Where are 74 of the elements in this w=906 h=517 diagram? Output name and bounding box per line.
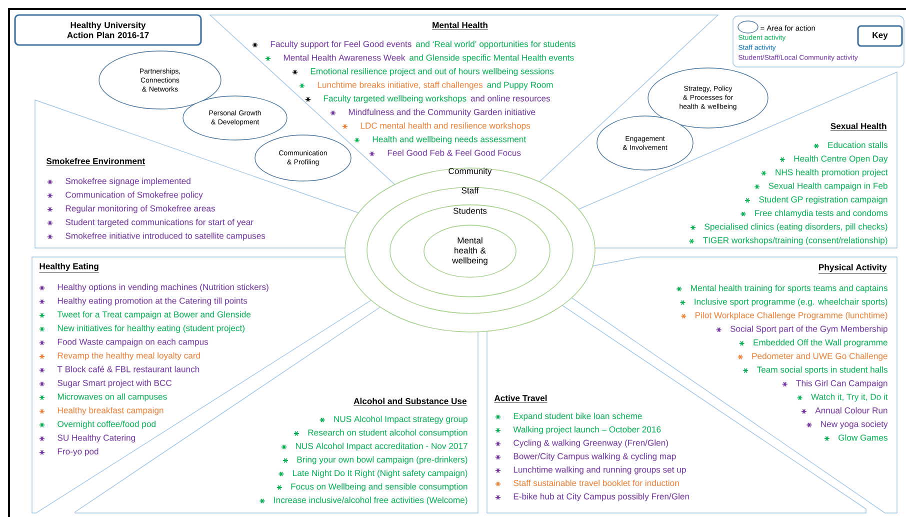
item-text: NUS Alcohol Impact strategy group (334, 416, 468, 424)
item-text: TIGER workshops/training (consent/relationship) (703, 236, 888, 245)
item-text: Healthy options in vending machines (Nutrition stickers) (58, 284, 268, 292)
item-text: Mindfulness and the Community Garden initiative (348, 108, 536, 117)
item-text: Healthy eating promotion at the Catering till points (58, 297, 248, 306)
item-text: Mental Health Awareness Week (284, 54, 406, 61)
item-text: Specialised clinics (eating disorders, pill checks) (704, 223, 888, 232)
item-text: Faculty targeted wellbeing workshops (324, 95, 466, 104)
item-text: Food Waste campaign on each campus (58, 338, 208, 347)
item-text: Bower/City Campus walking & cycling map (514, 452, 676, 461)
item-text: Watch it, Try it, Do it (811, 394, 888, 402)
item-text: Student GP registration campaign (759, 196, 888, 204)
item-text: Embedded Off the Wall programme (754, 339, 888, 348)
item-text: Walking project launch – October 2016 (513, 426, 661, 434)
item-text: Healthy breakfast campaign (58, 407, 164, 416)
item-text: Education stalls (828, 142, 888, 148)
item-text: Social Sport part of the Gym Membership (730, 326, 888, 334)
panel-heading: Active Travel (494, 394, 548, 403)
item-text: Sexual Health campaign in Feb (768, 182, 888, 191)
item-text: and ‘Real world’ opportunities for students (416, 40, 576, 49)
panel-heading: Sexual Health (830, 122, 887, 131)
item-text: Smokefree signage implemented (66, 178, 190, 186)
item-text: Faculty support for Feel Good events (270, 40, 412, 49)
item-text: Increase inclusive/alcohol free activities (Welcome) (274, 496, 468, 505)
item-text: Bring your own bowl campaign (pre-drinkers) (297, 456, 468, 464)
item-text: Feel Good Feb & Feel Good Focus (388, 150, 521, 156)
item-text: Communication of Smokefree policy (66, 191, 203, 200)
item-text: Lunchtime walking and running groups set up (514, 466, 686, 474)
panel-heading: Physical Activity (818, 264, 887, 274)
item-text: T Block café & FBL restaurant launch (57, 366, 200, 372)
item-text: Microwaves on all campuses (58, 393, 167, 402)
item-text: Smokefree initiative introduced to satellite campuses (66, 232, 266, 241)
item-text: Team social sports in student halls (757, 366, 888, 374)
item-text: This Girl Can Campaign (796, 380, 888, 388)
item-text: Inclusive sport programme (e.g. wheelchair sports) (694, 298, 888, 306)
item-text: NHS health promotion project (776, 168, 888, 177)
item-text: Regular monitoring of Smokefree areas (66, 205, 215, 214)
panel-heading: Healthy Eating (39, 262, 100, 273)
item-text: Annual Colour Run (815, 407, 888, 414)
item-text: Free chlamydia tests and condoms (755, 210, 888, 218)
item-text: Staff sustainable travel booklet for induction (514, 480, 679, 486)
title-box: Healthy University Action Plan 2016-17 (14, 14, 202, 46)
item-text: and Puppy Room (487, 82, 553, 90)
item-text: Mental health training for sports teams and captains (691, 284, 888, 293)
item-text: Cycling & walking Greenway (Fren/Glen) (514, 440, 668, 448)
item-text: Tweet for a Treat campaign at Bower and Glenside (57, 311, 251, 320)
item-text: New yoga society (821, 420, 888, 429)
item-text: E-bike hub at City Campus possibly Fren/Glen (514, 493, 689, 502)
key-box: Key (857, 25, 903, 47)
item-text: Health Centre Open Day (794, 155, 888, 164)
item-text: Health and wellbeing needs assessment (372, 136, 526, 144)
item-text: Pilot Workplace Challenge Programme (lunchtime) (696, 312, 888, 320)
item-text: Revamp the healthy meal loyalty card (58, 352, 200, 360)
item-text: Overnight coffee/food pod (58, 420, 156, 429)
item-text: Focus on Wellbeing and sensible consumption (291, 483, 468, 492)
item-text: and online resources (470, 95, 550, 102)
item-text: Student targeted communications for start of year (66, 218, 254, 227)
item-text: Late Night Do It Right (Night safety campaign) (293, 470, 468, 478)
item-text: Emotional resilience project and out of hours wellbeing sessions (310, 68, 554, 76)
item-text: New initiatives for healthy eating (student project) (58, 324, 244, 333)
item-text: Research on student alcohol consumption (308, 429, 468, 438)
item-text: Lunchtime breaks initiative, staff challenges (318, 82, 483, 90)
item-text: Glow Games (838, 434, 888, 441)
panel-heading: Smokefree Environment (46, 158, 146, 166)
item-text: Sugar Smart project with BCC (58, 380, 172, 388)
panel-heading: Mental Health (432, 22, 488, 30)
panel-heading: Alcohol and Substance Use (353, 398, 467, 406)
item-text: Expand student bike loan scheme (514, 412, 642, 421)
item-text: LDC mental health and resilience workshops (360, 122, 530, 130)
item-text: SU Healthy Catering (58, 434, 136, 442)
item-text: Pedometer and UWE Go Challenge (752, 352, 888, 361)
item-text: Fro-yo pod (58, 448, 98, 456)
item-text: NUS Alcohol Impact accreditation - Nov 2017 (296, 442, 468, 451)
item-text: and Glenside specific Mental Health events (410, 54, 574, 62)
